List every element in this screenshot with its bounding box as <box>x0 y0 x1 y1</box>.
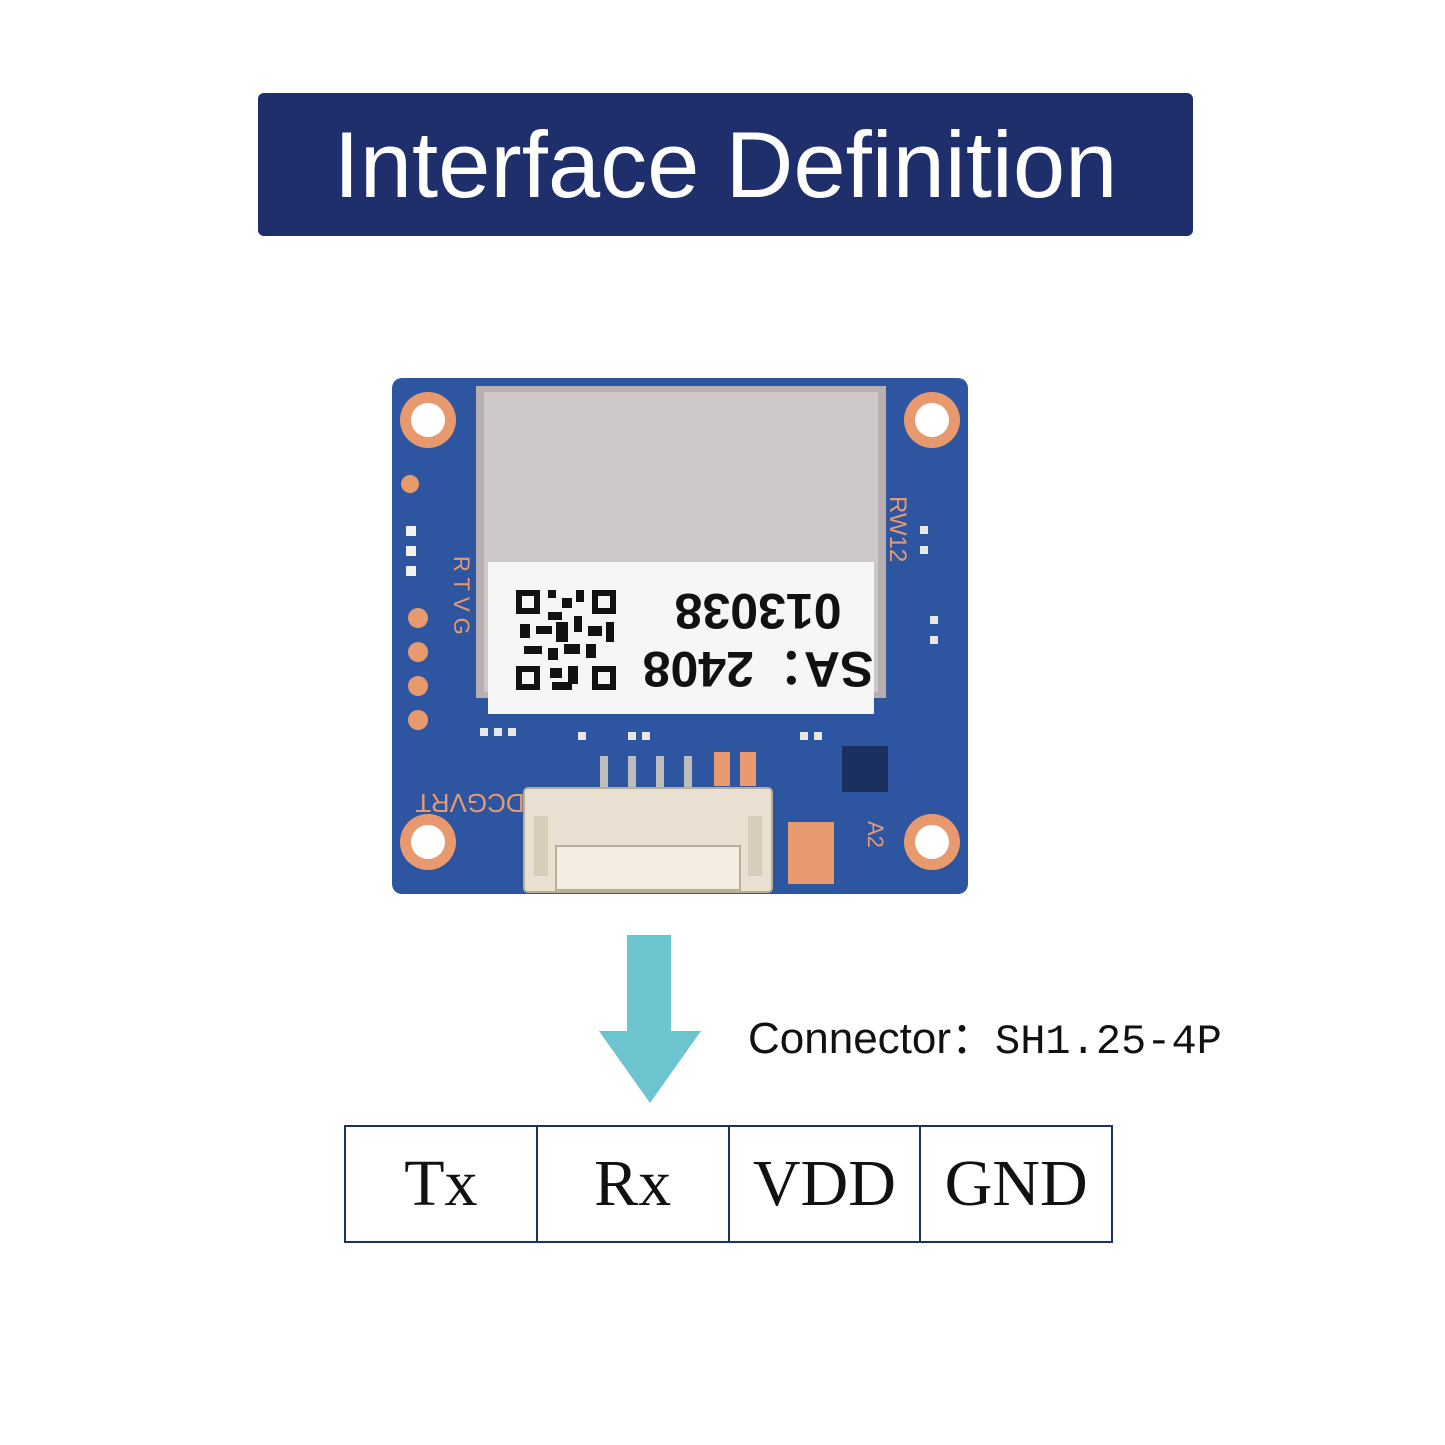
connector-label: Connector：SH1.25-4P <box>748 1002 1222 1066</box>
pin-cell-tx: Tx <box>346 1127 538 1241</box>
silk-dcgvrt: DCGVRT <box>415 788 524 818</box>
pin-cell-rx: Rx <box>538 1127 730 1241</box>
pin-cell-vdd: VDD <box>730 1127 922 1241</box>
title-banner: Interface Definition <box>258 93 1193 236</box>
connector-model: SH1.25-4P <box>995 1018 1222 1066</box>
page-title: Interface Definition <box>333 111 1118 217</box>
datamatrix-code <box>516 590 616 690</box>
label-code-text: SA：2408 <box>643 641 874 697</box>
ic-chip <box>842 746 888 792</box>
down-arrow-icon <box>599 935 701 1103</box>
silk-a2: A2 <box>863 821 888 848</box>
copper-pad <box>788 822 834 884</box>
connector-pins <box>600 756 692 800</box>
pin-cell-gnd: GND <box>944 1147 1088 1220</box>
silk-rw12: RW12 <box>884 496 911 562</box>
connector-prefix: Connector： <box>748 1014 996 1063</box>
label-serial-text: 013038 <box>675 583 842 639</box>
silk-rtvg: RTVG <box>449 556 474 641</box>
pinout-table: Tx Rx VDD GND <box>344 1125 1113 1243</box>
left-pads <box>401 475 428 730</box>
gps-module-photo: 013038 SA：2408 RTVG DCGVRT RW12 A2 <box>392 378 968 894</box>
